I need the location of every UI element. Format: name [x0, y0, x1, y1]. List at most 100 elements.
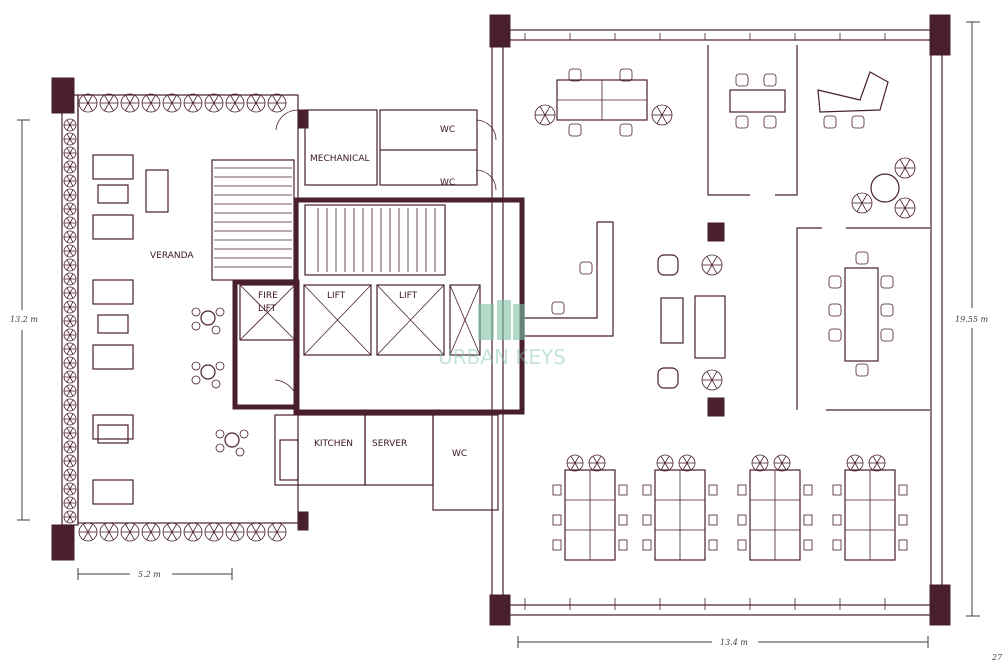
planter-icon [129, 524, 135, 533]
planter-icon [66, 427, 71, 434]
planter-icon [781, 462, 787, 471]
planter-icon [69, 348, 74, 355]
planter-icon [66, 245, 71, 252]
planter-icon [87, 95, 93, 104]
chair-icon [737, 484, 747, 496]
chair-icon [191, 361, 201, 371]
planter-icon [150, 95, 156, 104]
planter-icon [850, 455, 856, 464]
planter-icon [66, 166, 71, 173]
planter-icon [539, 106, 546, 116]
room-label-lift: LIFT [327, 291, 346, 301]
svg-text:13.4 m: 13.4 m [720, 638, 748, 647]
planter-icon [759, 455, 765, 464]
planter-icon [69, 446, 74, 453]
planter-icon [66, 133, 71, 140]
planter-icon [544, 114, 551, 124]
planter-icon [66, 175, 71, 182]
planter-icon [255, 531, 261, 540]
chair-icon [579, 261, 593, 275]
planter-icon [108, 531, 114, 540]
chair-icon [898, 539, 908, 551]
planter-icon [66, 329, 71, 336]
planter-icon [66, 376, 71, 383]
planter-icon [276, 531, 282, 540]
planter-icon [66, 278, 71, 285]
chair-icon [735, 73, 749, 87]
svg-text:19.55 m: 19.55 m [955, 315, 988, 324]
chair-icon [803, 484, 813, 496]
core [211, 109, 525, 511]
planter-icon [711, 379, 718, 389]
svg-text:URBAN KEYS: URBAN KEYS [438, 345, 566, 369]
chair-icon [708, 539, 718, 551]
planter-icon [69, 259, 74, 266]
room-label-mechanical: MECHANICAL [310, 154, 370, 164]
planter-icon [664, 462, 670, 471]
planter-icon [660, 462, 666, 471]
planter-icon [69, 357, 74, 364]
round-table-icon [200, 310, 216, 326]
planter-icon [125, 95, 131, 104]
planter-icon [854, 455, 860, 464]
office-area [489, 14, 951, 626]
page-number: 27 [991, 653, 1003, 662]
chair-icon [880, 303, 894, 317]
planter-icon [876, 462, 882, 471]
chair-icon [642, 484, 652, 496]
planter-icon [251, 102, 257, 111]
planter-icon [66, 292, 71, 299]
planter-icon [276, 102, 282, 111]
coffee-table-icon [97, 424, 129, 444]
planter-icon [66, 483, 71, 490]
coffee-table-icon [97, 314, 129, 334]
planter-icon [66, 446, 71, 453]
veranda-area [51, 77, 309, 561]
planter-icon [66, 455, 71, 462]
planter-icon [87, 524, 93, 533]
dimension-veranda-width: 5.2 m [77, 568, 233, 580]
planter-icon [66, 203, 71, 210]
planter-icon [188, 524, 194, 533]
planter-icon [69, 287, 74, 294]
chair-icon [880, 275, 894, 289]
planter-icon [167, 95, 173, 104]
chair-icon [828, 275, 842, 289]
planter-icon [592, 455, 598, 464]
planter-icon [69, 273, 74, 280]
chair-icon [851, 115, 865, 129]
planter-icon [213, 524, 219, 533]
planter-icon [66, 460, 71, 467]
planter-icon [899, 159, 906, 169]
planter-icon [66, 348, 71, 355]
planter-icon [66, 511, 71, 518]
planter-icon [87, 531, 93, 540]
planter-icon [66, 208, 71, 215]
planter-icon [66, 488, 71, 495]
lounge-chair-icon [657, 367, 679, 389]
planter-icon [69, 119, 74, 126]
planter-icon [188, 531, 194, 540]
planter-icon [69, 376, 74, 383]
planter-icon [66, 189, 71, 196]
chair-icon [619, 123, 633, 137]
chair-icon [737, 514, 747, 526]
dimension-veranda-height: 13.2 m [10, 119, 38, 521]
planter-icon [150, 524, 156, 533]
chair-icon [763, 115, 777, 129]
planter-icon [781, 455, 787, 464]
planter-icon [66, 273, 71, 280]
planter-icon [904, 207, 911, 217]
urban-keys-watermark: URBAN KEYS [438, 300, 566, 369]
planter-icon [66, 432, 71, 439]
planter-icon [108, 524, 114, 533]
planter-icon [188, 95, 194, 104]
planter-icon [69, 278, 74, 285]
chair-icon [619, 68, 633, 82]
planter-icon [872, 462, 878, 471]
svg-text:5.2 m: 5.2 m [138, 570, 161, 579]
planter-icon [66, 343, 71, 350]
planter-icon [213, 531, 219, 540]
planter-icon [66, 264, 71, 271]
